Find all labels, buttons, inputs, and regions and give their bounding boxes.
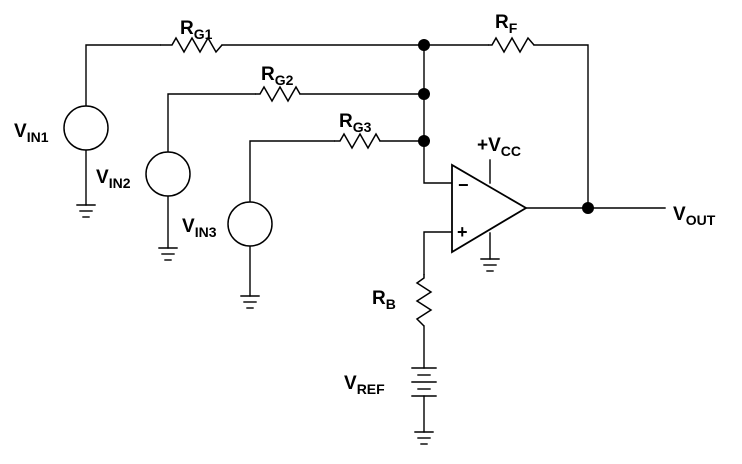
battery-vref-icon (411, 367, 437, 397)
label-rg1: RG1 (180, 18, 213, 42)
op-amp-noninverting-sign: + (457, 222, 468, 242)
resistor-rf (488, 36, 535, 54)
label-rg3: RG3 (339, 111, 372, 135)
grounds (76, 204, 500, 445)
wire-noninverting (423, 231, 453, 275)
resistor-rb (415, 274, 433, 327)
wire-summing-node (423, 44, 453, 184)
ground-icon (480, 258, 500, 272)
source-vin2-icon (145, 151, 191, 197)
op-amp-inverting-sign: − (458, 175, 469, 195)
source-vin1-icon (63, 105, 109, 151)
labels: RG1 RG2 RG3 RF RB VIN1 VIN2 VIN3 +VCC VO… (14, 12, 716, 397)
junction-dot (582, 202, 594, 214)
wire-rg2 (167, 93, 425, 153)
label-vref: VREF (344, 373, 385, 397)
label-rg2: RG2 (261, 64, 294, 88)
op-amp-triangle-icon (451, 163, 528, 254)
label-vcc: +VCC (477, 135, 521, 159)
wires (85, 44, 666, 433)
label-vin3: VIN3 (182, 216, 217, 240)
voltage-sources (63, 105, 273, 247)
resistor-rg3 (334, 132, 381, 150)
label-vin2: VIN2 (96, 167, 131, 191)
junction-dot (418, 88, 430, 100)
ground-icon (158, 247, 178, 261)
label-rf: RF (495, 12, 518, 36)
op-amp: − + (451, 163, 528, 254)
ground-icon (76, 204, 96, 218)
source-vin3-icon (227, 201, 273, 247)
label-vout: VOUT (673, 204, 716, 228)
ground-icon (240, 295, 260, 309)
wire-top (85, 44, 589, 209)
ground-icon (414, 431, 434, 445)
resistor-rg2 (255, 85, 301, 103)
label-vin1: VIN1 (14, 121, 49, 145)
junctions (418, 39, 594, 214)
junction-dot (418, 39, 430, 51)
junction-dot (418, 135, 430, 147)
resistors (160, 36, 535, 327)
wire-rg3 (249, 140, 425, 203)
label-rb: RB (372, 288, 396, 312)
resistor-rg1 (160, 36, 223, 54)
